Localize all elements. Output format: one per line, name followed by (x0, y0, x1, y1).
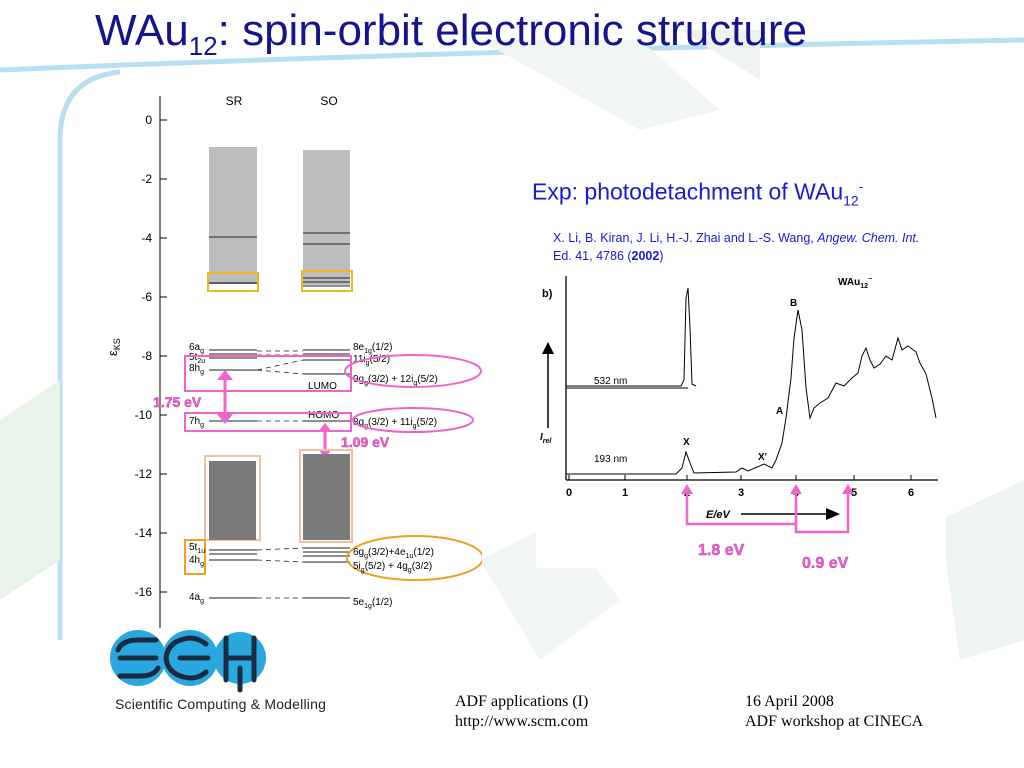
sr-highlight-box (207, 272, 259, 292)
gap-a-label: 1.8 eV (698, 542, 745, 559)
y-axis-label: Irel (540, 432, 552, 445)
sr-upper-band (209, 147, 257, 284)
sr-lower-band (209, 461, 256, 540)
energy-arrow-icon (826, 508, 840, 520)
photoelectron-spectrum: b) WAu12− Irel 532 nm 193 nm B A X X' 0 … (536, 268, 946, 568)
column-header-sr: SR (226, 94, 243, 108)
slide-title: WAu12: spin-orbit electronic structure (95, 6, 807, 61)
y-ticks (160, 119, 167, 593)
peak-label-x-prime: X' (758, 452, 767, 463)
reference-citation: X. Li, B. Kiran, J. Li, H.-J. Zhai and L… (553, 231, 920, 263)
so-level-label: 6gg(3/2)+4e1u(1/2) (353, 547, 434, 560)
sr-bottom-box (184, 539, 206, 575)
so-lumo-ellipse (344, 354, 482, 388)
sr-level-label: 4ag (189, 592, 204, 605)
y-tick-label: 0 (145, 113, 152, 127)
y-tick-label: -14 (135, 526, 153, 540)
peak-label-b: B (790, 298, 797, 309)
scm-logo (110, 630, 266, 693)
sr-homo-box (184, 412, 352, 432)
so-upper-band (303, 150, 350, 285)
marker-arrow-icon (681, 484, 693, 494)
marker-arrow-icon (790, 484, 802, 494)
sr-level-label: 5t2u (189, 352, 205, 365)
homo-label: HOMO (308, 410, 339, 421)
x-axis-label: E/eV (706, 509, 732, 521)
so-lower-band (303, 454, 350, 540)
gap-sr-label: 1.75 eV (153, 394, 202, 410)
panel-label: b) (542, 288, 553, 300)
peak-label-a: A (776, 406, 783, 417)
sr-level-label: 5t1u (189, 542, 205, 555)
footer-left: ADF applications (I) http://www.scm.com (455, 692, 588, 732)
y-tick-label: -12 (135, 467, 153, 481)
gap-so-label: 1.09 eV (341, 434, 390, 450)
sr-lumo-box (184, 355, 352, 392)
y-tick-label: -16 (135, 585, 153, 599)
peak-label-x: X (683, 437, 690, 448)
footer-date: 16 April 2008 (745, 693, 834, 710)
x-tick-label: 0 (566, 487, 572, 499)
intensity-arrow-icon (542, 342, 554, 354)
so-level-label: 8e1g(1/2) (353, 342, 392, 355)
sr-level-label: 6ag (189, 342, 204, 355)
sr-level-label: 4hg (189, 555, 204, 568)
y-axis-label: εKS (105, 338, 122, 356)
trace-193nm (566, 309, 937, 475)
x-tick-label: 6 (908, 487, 914, 499)
so-level-label: 5e1g(1/2) (353, 597, 392, 610)
so-homo-ellipse (352, 407, 474, 433)
x-tick-label: 1 (622, 487, 628, 499)
so-bottom-ellipse (346, 535, 482, 581)
x-tick-label: 5 (851, 487, 857, 499)
experiment-title: Exp: photodetachment of WAu12- (532, 178, 864, 209)
y-tick-label: -10 (135, 408, 153, 422)
y-tick-label: -4 (141, 231, 152, 245)
trace-532-label: 532 nm (594, 376, 627, 387)
trace-532nm (566, 287, 697, 387)
y-tick-label: -8 (141, 349, 152, 363)
y-tick-label: -2 (141, 172, 152, 186)
footer-course: ADF applications (I) (455, 693, 589, 710)
energy-level-diagram: 0 -2 -4 -6 -8 -10 -12 -14 -16 εKS SR SO (97, 88, 482, 633)
x-tick-label: 3 (738, 487, 744, 499)
species-label: WAu12− (838, 276, 872, 290)
footer-url[interactable]: http://www.scm.com (455, 713, 589, 730)
column-header-so: SO (320, 94, 337, 108)
gap-b-label: 0.9 eV (802, 555, 849, 568)
so-level-label: 5ig(5/2) + 4gg(3/2) (353, 561, 432, 574)
lumo-label: LUMO (308, 381, 337, 392)
y-tick-label: -6 (141, 290, 152, 304)
logo-text: Scientific Computing & Modelling (115, 696, 327, 712)
so-level-label: 11ig(5/2) (353, 354, 390, 367)
footer-event: ADF workshop at CINECA (745, 713, 924, 730)
sr-level-label: 7hg (189, 416, 204, 429)
trace-193-label: 193 nm (594, 454, 627, 465)
footer-right: 16 April 2008 ADF workshop at CINECA (745, 692, 923, 732)
marker-arrow-icon (842, 484, 854, 494)
so-highlight-box (301, 270, 353, 292)
sr-level-label: 8hg (189, 363, 204, 376)
